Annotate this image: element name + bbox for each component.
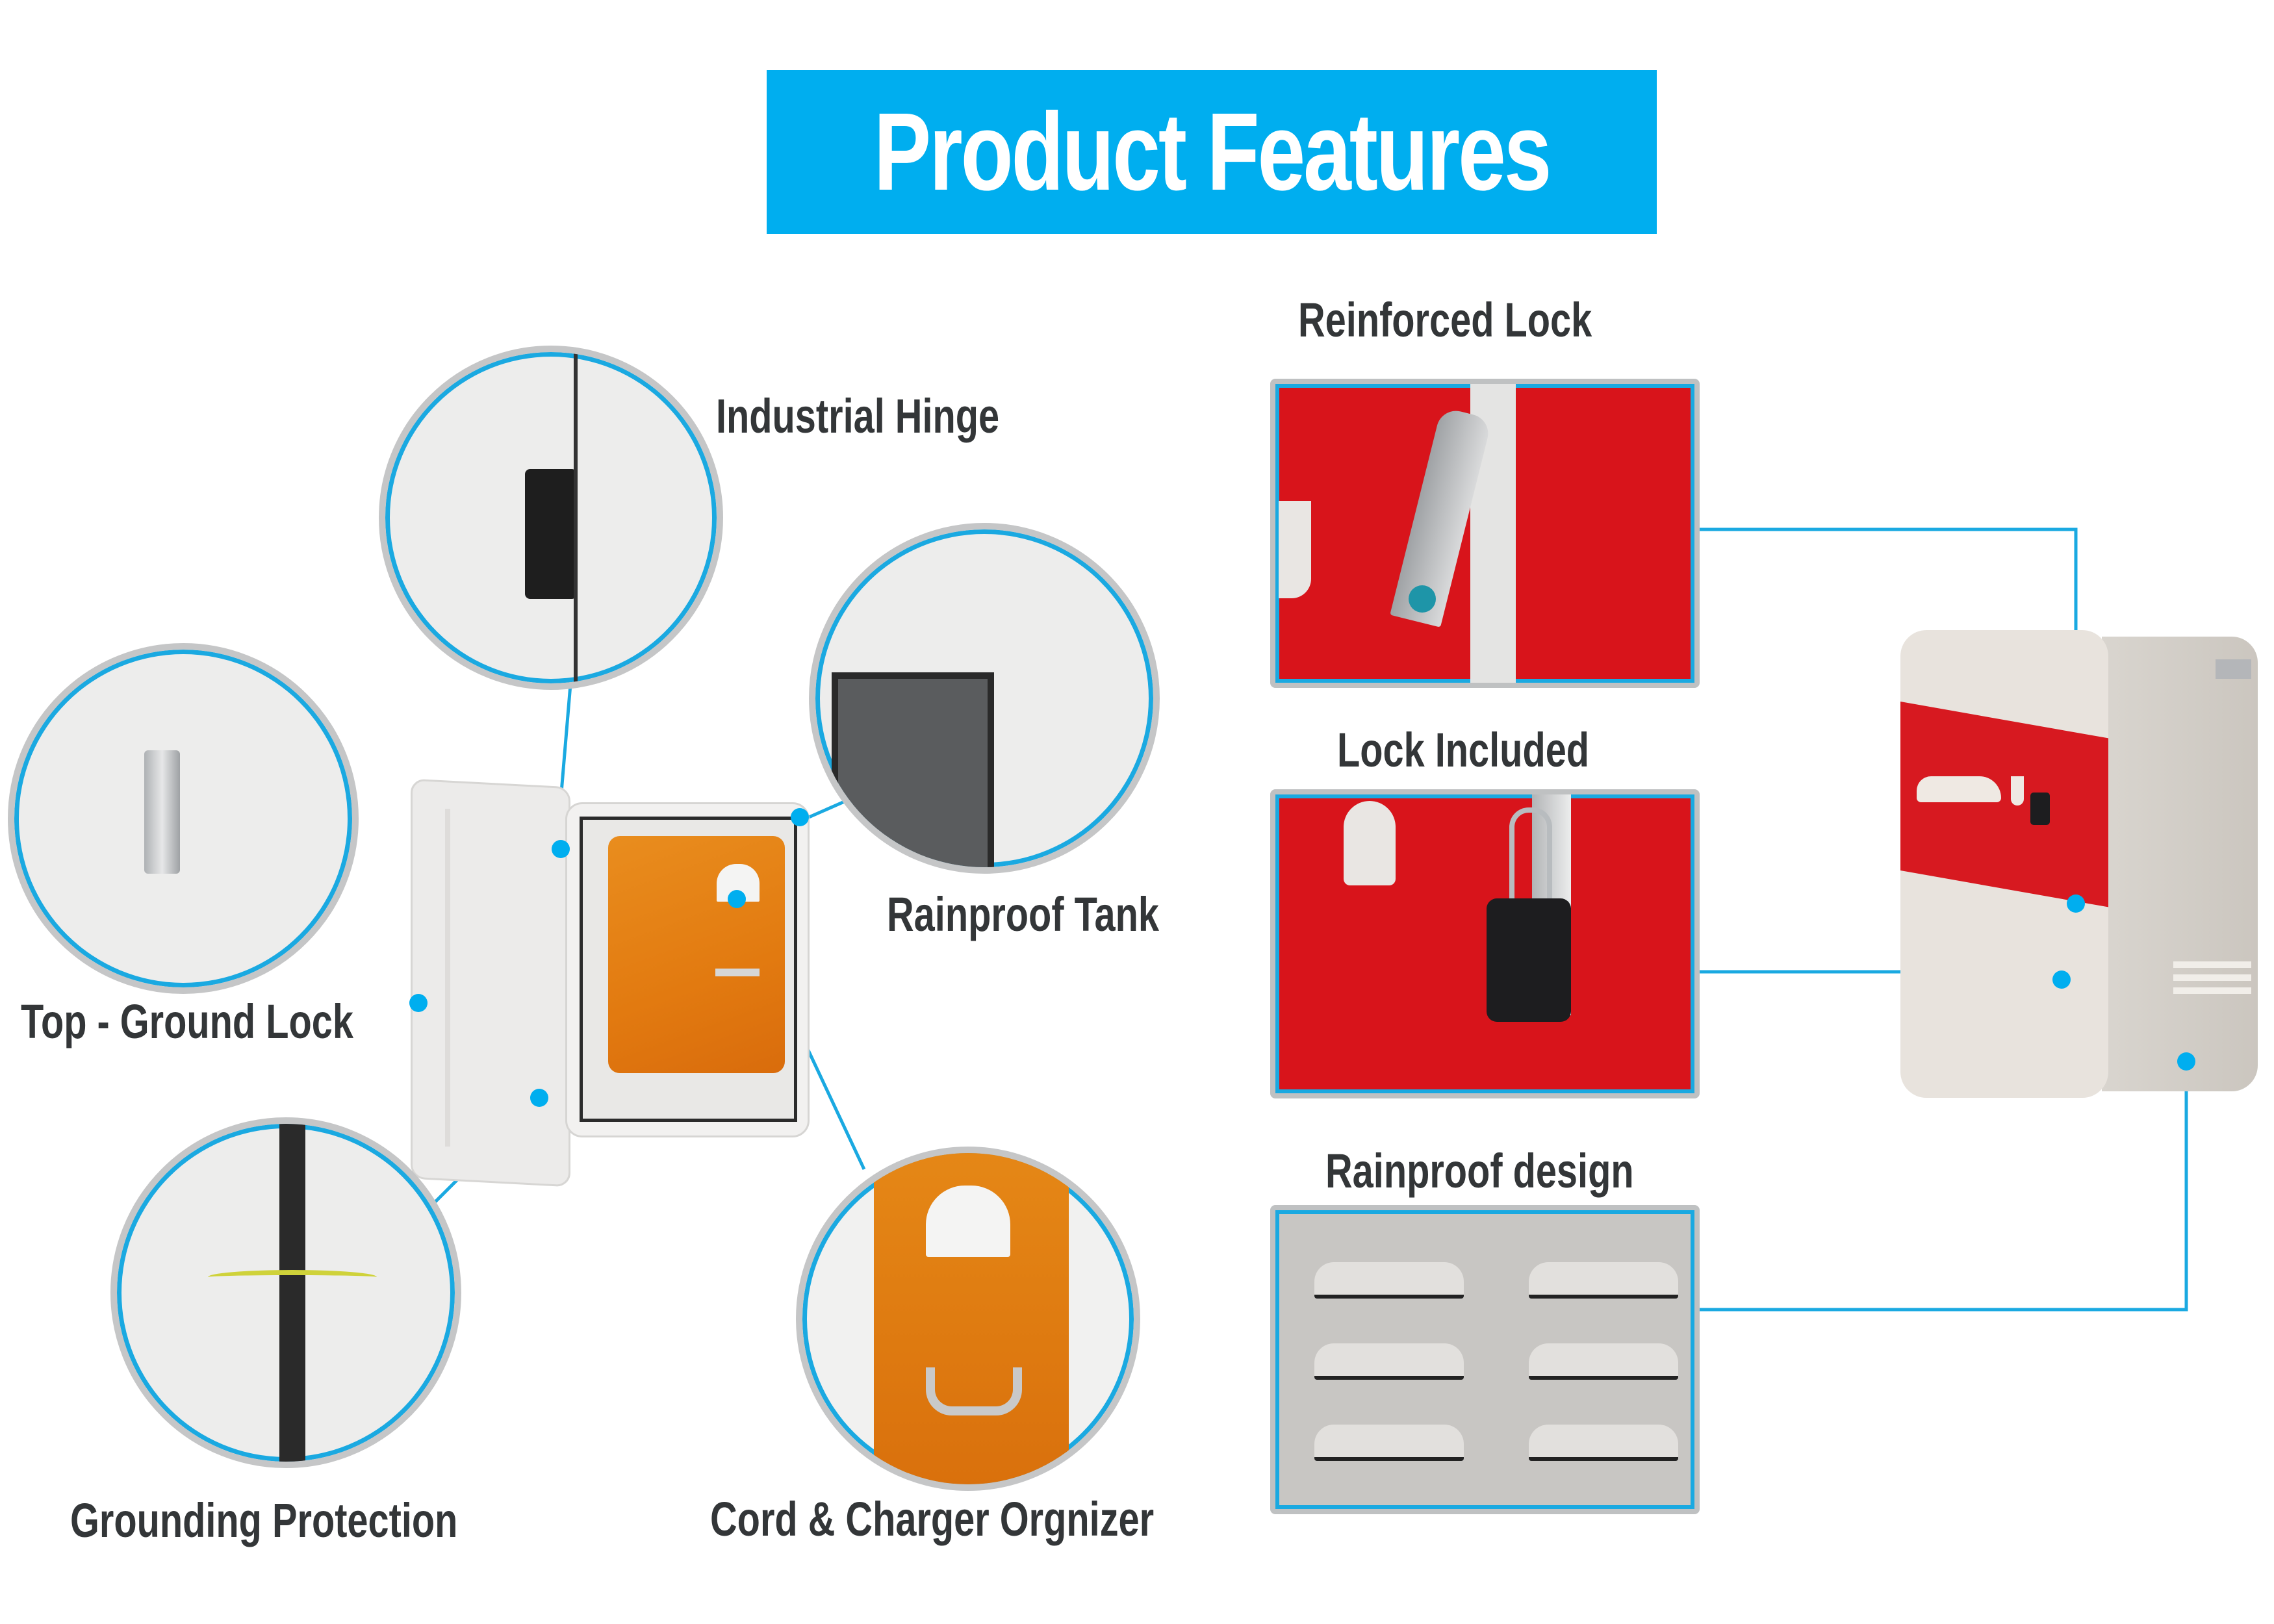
marker-hinge bbox=[552, 840, 570, 858]
hinge-closeup bbox=[379, 346, 723, 690]
page-title: Product Features bbox=[873, 90, 1552, 214]
label-cord-charger-organizer: Cord & Charger Orgnizer bbox=[710, 1492, 1155, 1546]
orange-backplate bbox=[608, 836, 785, 1073]
marker-ground bbox=[530, 1089, 548, 1107]
hook-icon bbox=[926, 1186, 1010, 1257]
marker-latch bbox=[409, 994, 428, 1012]
padlock-shackle-icon bbox=[1509, 807, 1552, 910]
latch-closeup bbox=[8, 643, 359, 994]
hinge-icon bbox=[525, 469, 577, 599]
door-rod bbox=[445, 809, 450, 1147]
marker-rainproof-design bbox=[2177, 1052, 2195, 1071]
hooks-closeup bbox=[796, 1147, 1140, 1491]
marker-lock-included bbox=[2052, 971, 2071, 989]
open-enclosure-image bbox=[403, 778, 810, 1187]
rainproof-edge-closeup bbox=[809, 523, 1160, 874]
label-grounding-protection: Grounding Protection bbox=[70, 1493, 458, 1547]
plug-icon bbox=[1344, 801, 1396, 885]
label-top-ground-lock: Top - Ground Lock bbox=[21, 995, 353, 1048]
label-industrial-hinge: Industrial Hinge bbox=[716, 389, 1000, 443]
vent-louver bbox=[1529, 1262, 1678, 1299]
red-band bbox=[1900, 702, 2108, 907]
vent-louver bbox=[1314, 1425, 1464, 1461]
latch-icon bbox=[144, 750, 180, 874]
key-cylinder-icon bbox=[1409, 585, 1436, 613]
marker-organizer bbox=[728, 890, 746, 908]
padlock-icon bbox=[2030, 793, 2050, 825]
plug-icon bbox=[2011, 776, 2024, 806]
spec-label bbox=[2216, 659, 2251, 679]
padlock-icon bbox=[1487, 898, 1571, 1022]
marker-rainproof bbox=[791, 808, 809, 826]
vent-louver bbox=[1529, 1425, 1678, 1461]
side-vents bbox=[2173, 961, 2251, 1000]
enclosure-side bbox=[2102, 637, 2258, 1091]
charger-hook bbox=[715, 969, 760, 976]
vent-louvers-closeup bbox=[1270, 1205, 1700, 1514]
u-hook-icon bbox=[926, 1367, 1022, 1415]
label-lock-included: Lock Included bbox=[1337, 723, 1590, 777]
open-door bbox=[411, 778, 570, 1187]
ground-wire-icon bbox=[279, 1124, 305, 1462]
gasket-edge-icon bbox=[832, 672, 994, 867]
car-icon bbox=[1917, 776, 2001, 802]
vent-louver bbox=[1314, 1262, 1464, 1299]
enclosure-front bbox=[1900, 630, 2108, 1098]
label-rainproof-tank: Rainproof Tank bbox=[887, 887, 1160, 941]
title-banner: Product Features bbox=[767, 70, 1657, 234]
handle-lock-closeup bbox=[1270, 379, 1700, 688]
closed-enclosure-image bbox=[1887, 624, 2264, 1117]
marker-reinforced-lock bbox=[2067, 894, 2085, 913]
plug-icon bbox=[1279, 501, 1311, 598]
ground-wire-closeup bbox=[110, 1117, 461, 1468]
label-reinforced-lock: Reinforced Lock bbox=[1298, 293, 1592, 347]
vent-louver bbox=[1529, 1343, 1678, 1380]
padlock-closeup bbox=[1270, 789, 1700, 1098]
vent-louver bbox=[1314, 1343, 1464, 1380]
label-rainproof-design: Rainproof design bbox=[1325, 1144, 1634, 1198]
